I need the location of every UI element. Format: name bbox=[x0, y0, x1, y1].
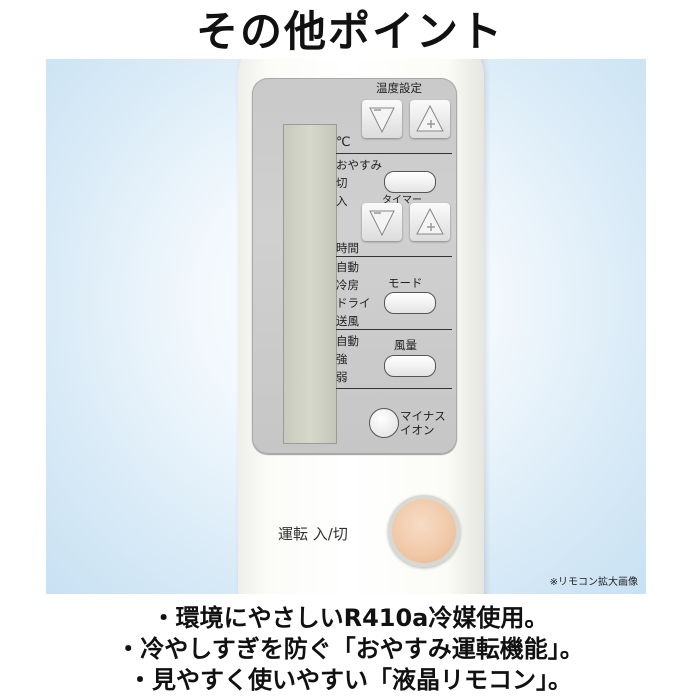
minus-ion-label-2: イオン bbox=[400, 423, 435, 437]
fan-speed-button[interactable] bbox=[384, 355, 436, 377]
triangle-down-icon bbox=[369, 107, 395, 134]
time-label: 時間 bbox=[336, 241, 359, 255]
divider bbox=[336, 388, 452, 389]
page-title: その他ポイント bbox=[195, 7, 504, 56]
timer-down-button[interactable] bbox=[362, 203, 402, 241]
mode-cool-label: 冷房 bbox=[336, 278, 359, 292]
image-caption: ※リモコン拡大画像 bbox=[549, 577, 638, 588]
timer-off-label: 切 bbox=[336, 176, 348, 190]
fan-weak-label: 弱 bbox=[336, 370, 348, 384]
feature-points: ・環境にやさしいR410a冷媒使用。 ・冷やしすぎを防ぐ「おやすみ運転機能」。 … bbox=[0, 603, 700, 696]
temp-down-button[interactable] bbox=[362, 100, 402, 138]
triangle-up-icon bbox=[416, 207, 444, 235]
feature-point: ・環境にやさしいR410a冷媒使用。 bbox=[151, 604, 549, 632]
timer-on-label: 入 bbox=[336, 194, 348, 208]
oyasumi-label: おやすみ bbox=[336, 158, 382, 172]
mode-fan-label: 送風 bbox=[336, 314, 359, 328]
fan-strong-label: 強 bbox=[336, 352, 348, 366]
power-button[interactable] bbox=[388, 495, 460, 567]
feature-point: ・冷やしすぎを防ぐ「おやすみ運転機能」。 bbox=[116, 635, 584, 663]
feature-point: ・見やすく使いやすい「液晶リモコン」。 bbox=[128, 666, 572, 694]
fan-auto-label: 自動 bbox=[336, 334, 359, 348]
remote-control: 温度設定 ℃ おやすみ 切 入 タイマー bbox=[238, 59, 484, 594]
divider bbox=[336, 153, 452, 154]
control-panel: 温度設定 ℃ おやすみ 切 入 タイマー bbox=[252, 78, 457, 454]
triangle-down-icon bbox=[369, 210, 395, 237]
remote-photo: 温度設定 ℃ おやすみ 切 入 タイマー bbox=[46, 59, 646, 594]
celsius-label: ℃ bbox=[336, 135, 351, 150]
divider bbox=[336, 256, 452, 257]
timer-up-button[interactable] bbox=[410, 203, 450, 241]
mode-button[interactable] bbox=[384, 292, 436, 314]
power-label: 運転 入/切 bbox=[278, 525, 348, 543]
fan-button-label: 風量 bbox=[394, 338, 417, 352]
temp-setting-label: 温度設定 bbox=[376, 81, 422, 95]
minus-ion-label-1: マイナス bbox=[400, 409, 446, 423]
mode-button-label: モード bbox=[388, 276, 423, 290]
minus-ion-button[interactable] bbox=[369, 408, 399, 438]
triangle-up-icon bbox=[416, 104, 444, 132]
temp-up-button[interactable] bbox=[410, 100, 450, 138]
divider bbox=[336, 329, 452, 330]
lcd-display bbox=[283, 124, 337, 444]
mode-dry-label: ドライ bbox=[336, 296, 371, 310]
mode-auto-label: 自動 bbox=[336, 260, 359, 274]
timer-label: タイマー bbox=[382, 195, 422, 206]
oyasumi-button[interactable] bbox=[384, 171, 436, 193]
